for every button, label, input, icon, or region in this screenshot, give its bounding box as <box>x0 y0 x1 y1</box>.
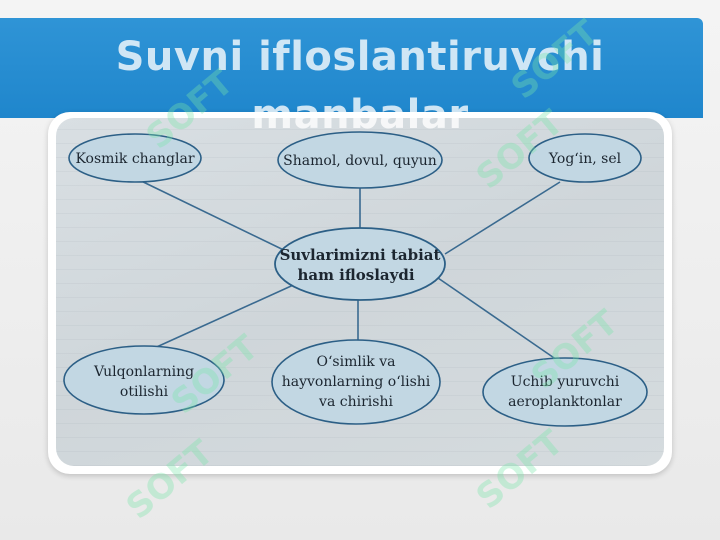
title-bar <box>0 18 703 118</box>
node-osimlik-label-3: va chirishi <box>318 394 393 410</box>
center-node: Suvlarimizni tabiat ham ifloslaydi <box>274 227 446 301</box>
node-osimlik: O‘simlik va hayvonlarning o‘lishi va chi… <box>271 339 441 425</box>
connectors <box>134 177 561 363</box>
node-uchib: Uchib yuruvchi aeroplanktonlar <box>482 357 648 427</box>
connector-kosmik <box>134 177 293 255</box>
node-kosmik-label: Kosmik changlar <box>75 151 194 167</box>
node-vulqon-label-2: otilishi <box>120 384 169 400</box>
node-yogin: Yog‘in, sel <box>528 133 642 183</box>
node-osimlik-label-2: hayvonlarning o‘lishi <box>282 374 431 390</box>
center-label-line2: ham ifloslaydi <box>297 266 414 284</box>
slide-title: Suvni ifloslantiruvchi manbalar <box>115 34 605 138</box>
connector-uchib <box>437 277 561 363</box>
node-vulqon: Vulqonlarning otilishi <box>63 345 225 415</box>
node-uchib-label-1: Uchib yuruvchi <box>511 374 620 390</box>
node-shamol: Shamol, dovul, quyun <box>277 131 443 189</box>
node-yogin-label: Yog‘in, sel <box>548 151 622 167</box>
connector-vulqon <box>149 281 301 351</box>
node-uchib-label-2: aeroplanktonlar <box>508 394 622 410</box>
node-vulqon-label-1: Vulqonlarning <box>93 364 194 380</box>
connector-yogin <box>444 181 561 255</box>
node-kosmik: Kosmik changlar <box>68 133 202 183</box>
center-label-line1: Suvlarimizni tabiat <box>280 246 441 264</box>
node-shamol-label: Shamol, dovul, quyun <box>283 153 437 169</box>
node-osimlik-label-1: O‘simlik va <box>316 354 395 370</box>
